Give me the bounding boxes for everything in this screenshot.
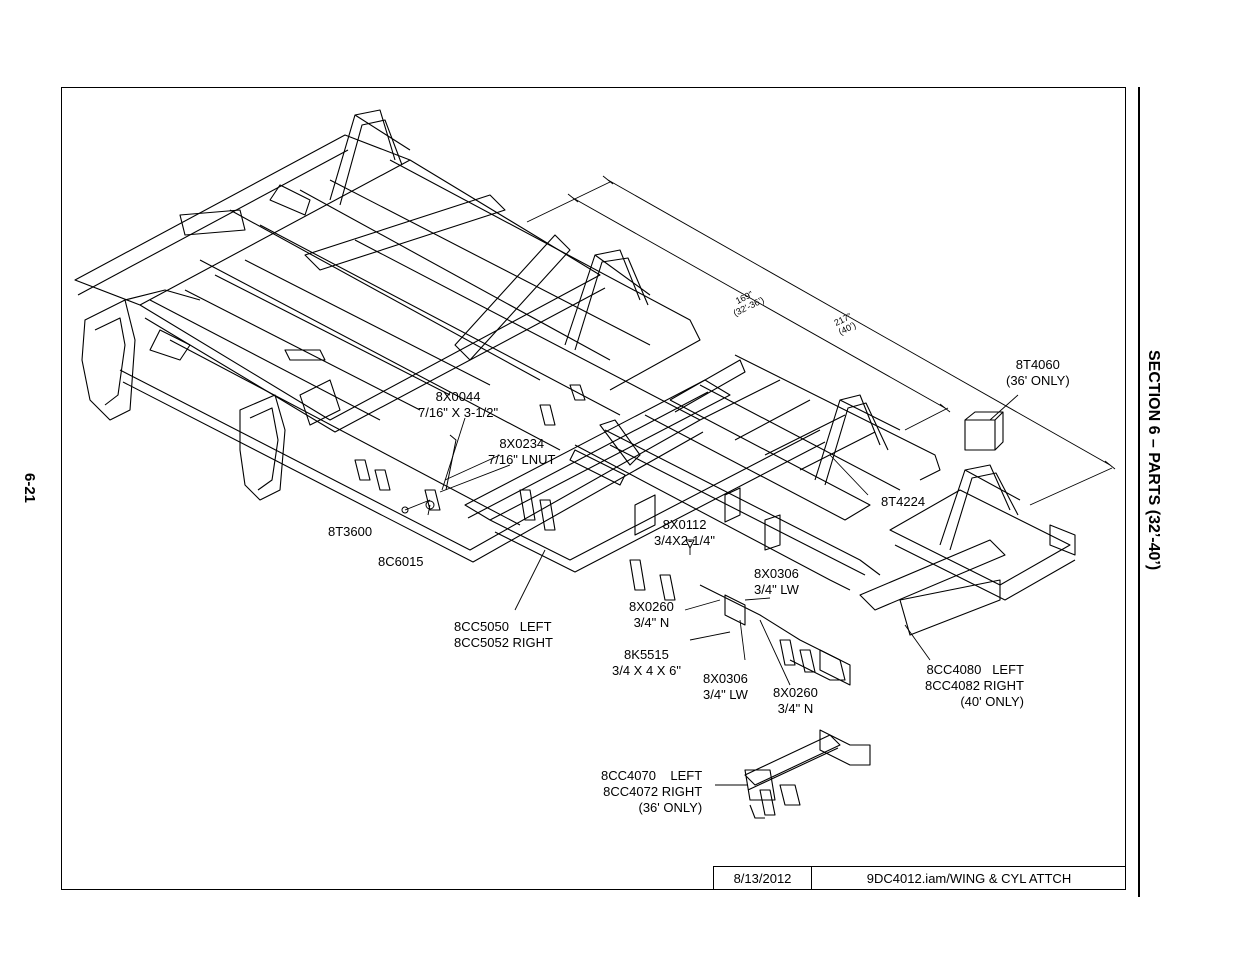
drawing-date: 8/13/2012 xyxy=(714,867,812,890)
callout-8X0306-upper: 8X0306 3/4" LW xyxy=(754,566,799,597)
title-block: 8/13/2012 9DC4012.iam/WING & CYL ATTCH xyxy=(713,866,1126,890)
callout-8X0260-lower: 8X0260 3/4" N xyxy=(773,685,818,716)
callout-8T4060: 8T4060 (36' ONLY) xyxy=(1006,357,1070,388)
callout-8X0234: 8X0234 7/16" LNUT xyxy=(488,436,556,467)
extension-36 xyxy=(744,729,871,819)
callout-8X0306-lower: 8X0306 3/4" LW xyxy=(703,671,748,702)
drawing-file-name: 9DC4012.iam/WING & CYL ATTCH xyxy=(866,871,1072,886)
callout-8CC4080: 8CC4080 LEFT 8CC4082 RIGHT (40' ONLY) xyxy=(925,662,1024,709)
drawing-frame xyxy=(61,87,1126,890)
callout-8X0260-upper: 8X0260 3/4" N xyxy=(629,599,674,630)
main-frame xyxy=(74,109,704,563)
leader-lines xyxy=(404,394,1019,786)
dimension-lines xyxy=(526,175,1116,506)
callout-8X0044: 8X0044 7/16" X 3-1/2" xyxy=(418,389,499,420)
callout-8CC4070: 8CC4070 LEFT 8CC4072 RIGHT (36' ONLY) xyxy=(601,768,703,815)
callout-8C6015: 8C6015 xyxy=(378,554,424,569)
side-rule xyxy=(1138,87,1140,897)
callout-8X0112: 8X0112 3/4X2-1/4" xyxy=(654,517,715,548)
callout-8K5515: 8K5515 3/4 X 4 X 6" xyxy=(612,647,681,678)
callout-8T4224: 8T4224 xyxy=(881,494,926,509)
callout-8T3600: 8T3600 xyxy=(328,524,373,539)
callout-8CC5050: 8CC5050 LEFT 8CC5052 RIGHT xyxy=(454,619,553,650)
hardware xyxy=(401,434,695,549)
wing-frame xyxy=(464,354,1076,686)
